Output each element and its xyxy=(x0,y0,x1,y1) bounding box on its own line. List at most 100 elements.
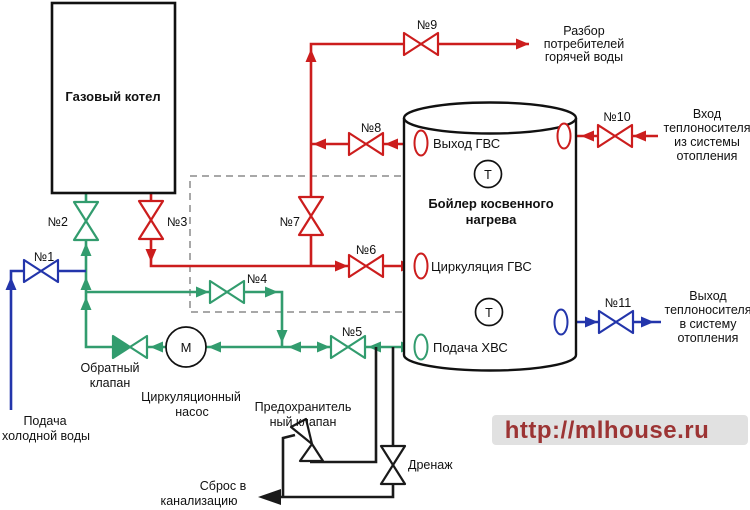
temp-sensor-2: Т xyxy=(474,297,504,327)
pipe-safety-discharge xyxy=(281,433,296,497)
valve-6-label: №6 xyxy=(356,243,376,257)
valve-1: №1 xyxy=(22,250,60,284)
valve-4: №4 xyxy=(208,272,267,305)
valve-7: №7 xyxy=(280,195,325,237)
valve-6: №6 xyxy=(347,243,385,279)
pipe-cold-main xyxy=(84,194,415,349)
port-dhw-out-label: Выход ГВС xyxy=(433,136,500,151)
flow-arrow-icon xyxy=(80,297,92,310)
gas-boiler-label: Газовый котел xyxy=(65,89,160,104)
sewer-label-line1: Сброс в xyxy=(200,479,247,493)
flow-arrow-icon xyxy=(276,330,288,343)
valve-bowtie-icon xyxy=(347,131,385,157)
drain-pipes xyxy=(258,347,407,505)
boiler-label-line2: нагрева xyxy=(466,212,517,227)
valve-bowtie-icon xyxy=(72,200,100,242)
cold-water-pipes xyxy=(80,194,415,353)
sewer-label-line2: канализацию xyxy=(160,494,237,508)
heating-outlet-line2: теплоносителя xyxy=(665,303,750,317)
flow-arrow-icon xyxy=(516,38,529,50)
flow-arrow-icon xyxy=(5,277,17,290)
valve-bowtie-icon xyxy=(208,279,246,305)
watermark: http://mlhouse.ru xyxy=(492,415,748,445)
flow-arrow-icon xyxy=(385,138,398,150)
watermark-text: http://mlhouse.ru xyxy=(505,417,709,444)
port-cold-in-label: Подача ХВС xyxy=(433,340,508,355)
valve-3: №3 xyxy=(137,199,187,241)
flow-arrow-icon xyxy=(368,341,381,353)
flow-arrow-icon xyxy=(80,277,92,290)
flow-arrow-icon xyxy=(265,286,278,298)
pump-label: М xyxy=(181,340,192,355)
valve-5-label: №5 xyxy=(342,325,362,339)
indirect-boiler: Бойлер косвенного нагрева Т Т Выход ГВС … xyxy=(402,101,578,372)
heating-inlet-line3: из системы xyxy=(674,135,740,149)
heating-outlet-line4: отопления xyxy=(678,331,739,345)
flow-arrow-icon xyxy=(633,130,646,142)
gas-boiler: Газовый котел xyxy=(50,1,177,195)
flow-arrow-icon xyxy=(288,341,301,353)
temp-sensor-1: Т xyxy=(473,159,503,189)
flow-arrow-icon xyxy=(641,316,654,328)
cold-water-supply-line1: Подача xyxy=(23,414,66,428)
valve-10: №10 xyxy=(596,110,634,149)
boiler-label-line1: Бойлер косвенного xyxy=(428,196,553,211)
temp-sensor-label: Т xyxy=(484,168,492,182)
flow-arrow-icon xyxy=(80,243,92,256)
check-valve-label-line1: Обратный xyxy=(80,361,139,375)
hot-water-pipes xyxy=(145,38,658,272)
valve-5: №5 xyxy=(329,325,367,360)
valve-bowtie-icon xyxy=(402,31,440,57)
valve-11: №11 xyxy=(597,296,635,335)
valve-bowtie-icon xyxy=(347,253,385,279)
flow-arrow-icon xyxy=(305,49,317,62)
valve-3-label: №3 xyxy=(167,215,187,229)
valve-bowtie-icon xyxy=(137,199,165,241)
valve-bowtie-icon xyxy=(597,309,635,335)
heating-inlet-line4: отопления xyxy=(677,149,738,163)
check-valve xyxy=(111,334,149,360)
flow-arrow-icon xyxy=(196,286,209,298)
hot-water-draw-line3: горячей воды xyxy=(545,50,623,64)
port-icon xyxy=(413,252,429,280)
valve-10-label: №10 xyxy=(603,110,630,124)
pipe-cold-supply xyxy=(9,269,86,410)
port-dhw-out xyxy=(413,129,429,157)
safety-valve-label-line1: Предохранитель xyxy=(255,400,352,414)
sensor-control-line xyxy=(189,175,474,313)
temp-sensor-icon xyxy=(473,159,503,189)
drain-valve-icon xyxy=(379,444,407,486)
heating-outlet-line3: в систему xyxy=(679,317,737,331)
temp-sensor-icon xyxy=(474,297,504,327)
flow-arrow-icon xyxy=(585,316,598,328)
drain-valve-label: Дренаж xyxy=(408,458,453,472)
hot-water-draw-line2: потребителей xyxy=(544,37,624,51)
boiler-top xyxy=(402,101,578,135)
circulation-pump-label-line1: Циркуляционный xyxy=(141,390,241,404)
valve-9-label: №9 xyxy=(417,18,437,32)
flow-arrow-icon xyxy=(335,260,348,272)
heating-outlet-line1: Выход xyxy=(689,289,727,303)
sewer-arrow-icon xyxy=(258,489,281,505)
temp-sensor-label: Т xyxy=(485,306,493,320)
flow-arrow-icon xyxy=(145,249,157,262)
safety-valve-icon xyxy=(289,417,325,463)
valve-4-label: №4 xyxy=(247,272,267,286)
watermark-background xyxy=(492,415,748,445)
port-icon xyxy=(413,333,429,361)
port-dhw-circulation xyxy=(413,252,429,280)
check-valve-label-line2: клапан xyxy=(90,376,131,390)
port-icon xyxy=(553,308,569,336)
flow-arrow-icon xyxy=(581,130,594,142)
port-cold-in xyxy=(413,333,429,361)
valve-bowtie-icon xyxy=(297,195,325,237)
valve-8: №8 xyxy=(347,121,385,157)
flow-arrow-icon xyxy=(208,341,221,353)
safety-valve-label-line2: ный клапан xyxy=(270,415,337,429)
hot-water-draw-line1: Разбор xyxy=(563,24,604,38)
port-icon xyxy=(413,129,429,157)
pipe-valve4-branch xyxy=(86,290,284,347)
port-icon xyxy=(556,122,572,150)
check-valve-icon xyxy=(111,334,149,360)
